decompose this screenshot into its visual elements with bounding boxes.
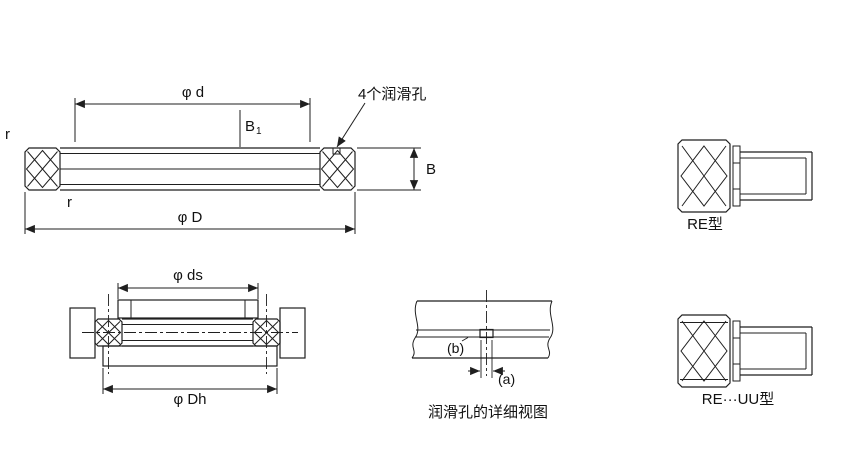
dimensions-main <box>24 98 421 234</box>
clamp-plate-steps <box>130 300 246 318</box>
figure-mounting-section <box>69 299 306 367</box>
label-b-leader <box>461 337 469 342</box>
crossed-roller-symbol-right <box>320 149 355 189</box>
inner-ring-strip <box>732 320 741 382</box>
dimensions-mounting <box>102 283 278 394</box>
detail-caption: 润滑孔的详细视图 <box>428 404 548 421</box>
lube-holes-label: 4个润滑孔 <box>358 86 426 103</box>
dim-d-extension-lines <box>74 98 311 142</box>
re-type-caption: RE型 <box>687 216 723 233</box>
seal-lines <box>680 322 728 380</box>
bearing-right-section <box>252 318 281 347</box>
dim-a-extension-lines <box>480 340 493 378</box>
left-ring-section-outline <box>24 147 61 191</box>
dim-b-extension-lines <box>357 147 421 191</box>
centerlines-mounting <box>82 294 298 374</box>
bearing-face-edges <box>60 147 320 191</box>
clamp-plate <box>117 299 259 319</box>
housing-right <box>279 307 306 359</box>
crossed-roller-symbol <box>680 145 728 207</box>
dim-label-b: B <box>426 161 436 178</box>
right-ring-section-outline <box>319 147 356 191</box>
shaft-band-outline <box>740 151 813 201</box>
figure-lube-hole-detail <box>411 300 554 378</box>
shaft-band-outline <box>740 326 813 376</box>
dim-label-ds: φ ds <box>173 267 203 284</box>
break-line-left <box>411 300 419 359</box>
dim-label-d: φ d <box>182 84 204 101</box>
groove-lines <box>415 329 550 338</box>
figure-re-uu-type <box>677 314 813 388</box>
crossed-roller-symbol-left <box>25 149 60 189</box>
figure-re-type <box>677 139 813 213</box>
bearing-inner-edges <box>122 324 253 341</box>
chamfer-label-r-bottom: r <box>67 194 72 211</box>
dim-label-b1: B <box>245 118 255 135</box>
detail-label-b: (b) <box>447 340 464 356</box>
housing-left <box>69 307 96 359</box>
detail-label-a: (a) <box>498 371 515 387</box>
bearing-left-section <box>94 318 123 347</box>
break-line-right <box>547 300 554 359</box>
figure-main-section <box>24 147 356 191</box>
ring-section-outline <box>677 314 731 388</box>
shaft-band-inner-lines <box>740 332 807 370</box>
chamfer-label-r-top: r <box>5 126 10 143</box>
dim-ds-extension-lines <box>117 283 259 299</box>
dim-label-b1-sub: 1 <box>256 126 262 137</box>
bearing-face-edges <box>122 318 253 347</box>
shaft-band-inner-lines <box>740 157 807 195</box>
dim-label-Dh: φ Dh <box>173 391 206 408</box>
re-uu-type-caption: RE···UU型 <box>702 391 775 408</box>
dim-label-D: φ D <box>178 209 203 226</box>
lubrication-hole <box>332 147 341 155</box>
lube-holes-leader-line <box>336 102 366 148</box>
inner-ring-strip <box>732 145 741 207</box>
crossed-roller-symbol <box>680 320 728 382</box>
ring-section-outline <box>677 139 731 213</box>
bearing-inner-edges <box>60 153 320 185</box>
support-plate <box>102 345 278 367</box>
